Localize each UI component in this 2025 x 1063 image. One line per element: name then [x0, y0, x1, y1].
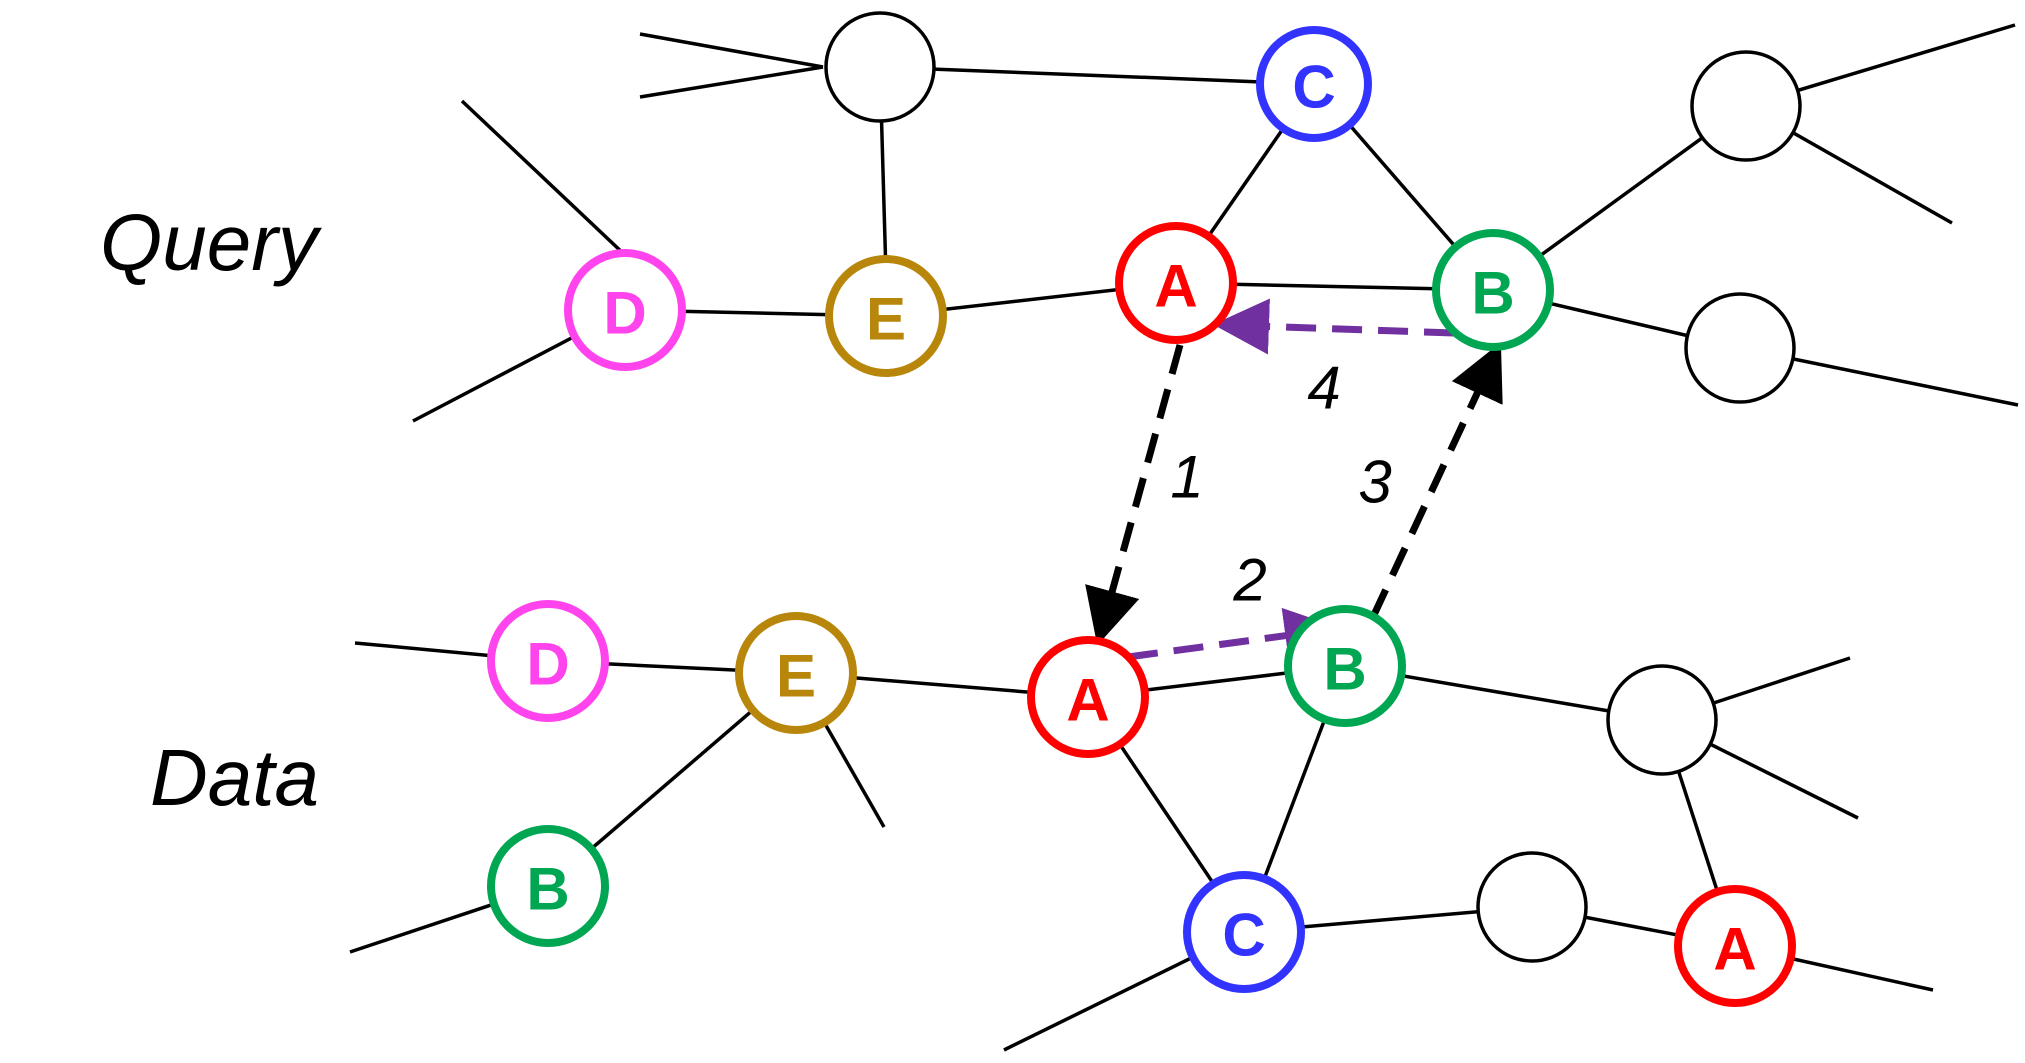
query-edge — [639, 32, 824, 69]
node-label: C — [1292, 54, 1335, 121]
node-circle — [1256, 26, 1372, 142]
node-label: D — [526, 631, 569, 698]
node-label: B — [1323, 636, 1366, 703]
node-label: C — [1222, 902, 1265, 969]
query-node-A: A — [1115, 222, 1237, 344]
query-edge — [879, 65, 1315, 86]
node-circle — [1115, 222, 1237, 344]
node-circle — [825, 255, 947, 377]
node-circle — [487, 825, 609, 947]
step-1-arrow — [1085, 344, 1184, 646]
data-node-B: B — [1284, 605, 1406, 727]
data-nodes: D E A B B C A — [487, 600, 1796, 1007]
node-circle — [1690, 50, 1802, 162]
node-label: B — [1471, 260, 1514, 327]
node-circle — [1284, 605, 1406, 727]
node-label: B — [526, 856, 569, 923]
node-circle — [1027, 636, 1149, 758]
query-edge — [639, 65, 824, 99]
query-nodes: C D E A B — [564, 11, 1802, 404]
node-circle — [1684, 292, 1796, 404]
query-node — [1690, 50, 1802, 162]
data-node-D: D — [487, 600, 609, 722]
node-circle — [564, 249, 686, 371]
query-node-B: B — [1432, 229, 1554, 351]
step-label-1: 1 — [1170, 444, 1203, 511]
step-3-arrow — [1369, 342, 1503, 619]
data-node — [1476, 851, 1588, 963]
node-circle — [1476, 851, 1588, 963]
step-arrows — [1085, 298, 1503, 664]
data-node — [1606, 664, 1718, 776]
node-circle — [487, 600, 609, 722]
query-node-D: D — [564, 249, 686, 371]
node-circle — [1674, 885, 1796, 1007]
node-circle — [735, 612, 857, 734]
step-4-arrow — [1213, 298, 1455, 355]
query-node-E: E — [825, 255, 947, 377]
data-node-E: E — [735, 612, 857, 734]
node-circle — [824, 11, 936, 123]
node-label: A — [1154, 253, 1197, 320]
node-label: D — [603, 280, 646, 347]
data-node-A: A — [1027, 636, 1149, 758]
data-node-A: A — [1674, 885, 1796, 1007]
data-node-B: B — [487, 825, 609, 947]
node-label: E — [866, 286, 906, 353]
step-label-4: 4 — [1307, 355, 1340, 422]
node-circle — [1183, 871, 1305, 993]
node-circle — [1432, 229, 1554, 351]
query-node — [824, 11, 936, 123]
data-label: Data — [150, 733, 319, 822]
node-label: E — [776, 643, 816, 710]
query-edge — [460, 99, 627, 257]
step-label-2: 2 — [1232, 547, 1266, 614]
node-label: A — [1066, 667, 1109, 734]
query-node — [1684, 292, 1796, 404]
step-label-3: 3 — [1358, 449, 1391, 516]
query-node-C: C — [1256, 26, 1372, 142]
query-label: Query — [100, 198, 323, 287]
node-label: A — [1713, 916, 1756, 983]
node-circle — [1606, 664, 1718, 776]
data-node-C: C — [1183, 871, 1305, 993]
